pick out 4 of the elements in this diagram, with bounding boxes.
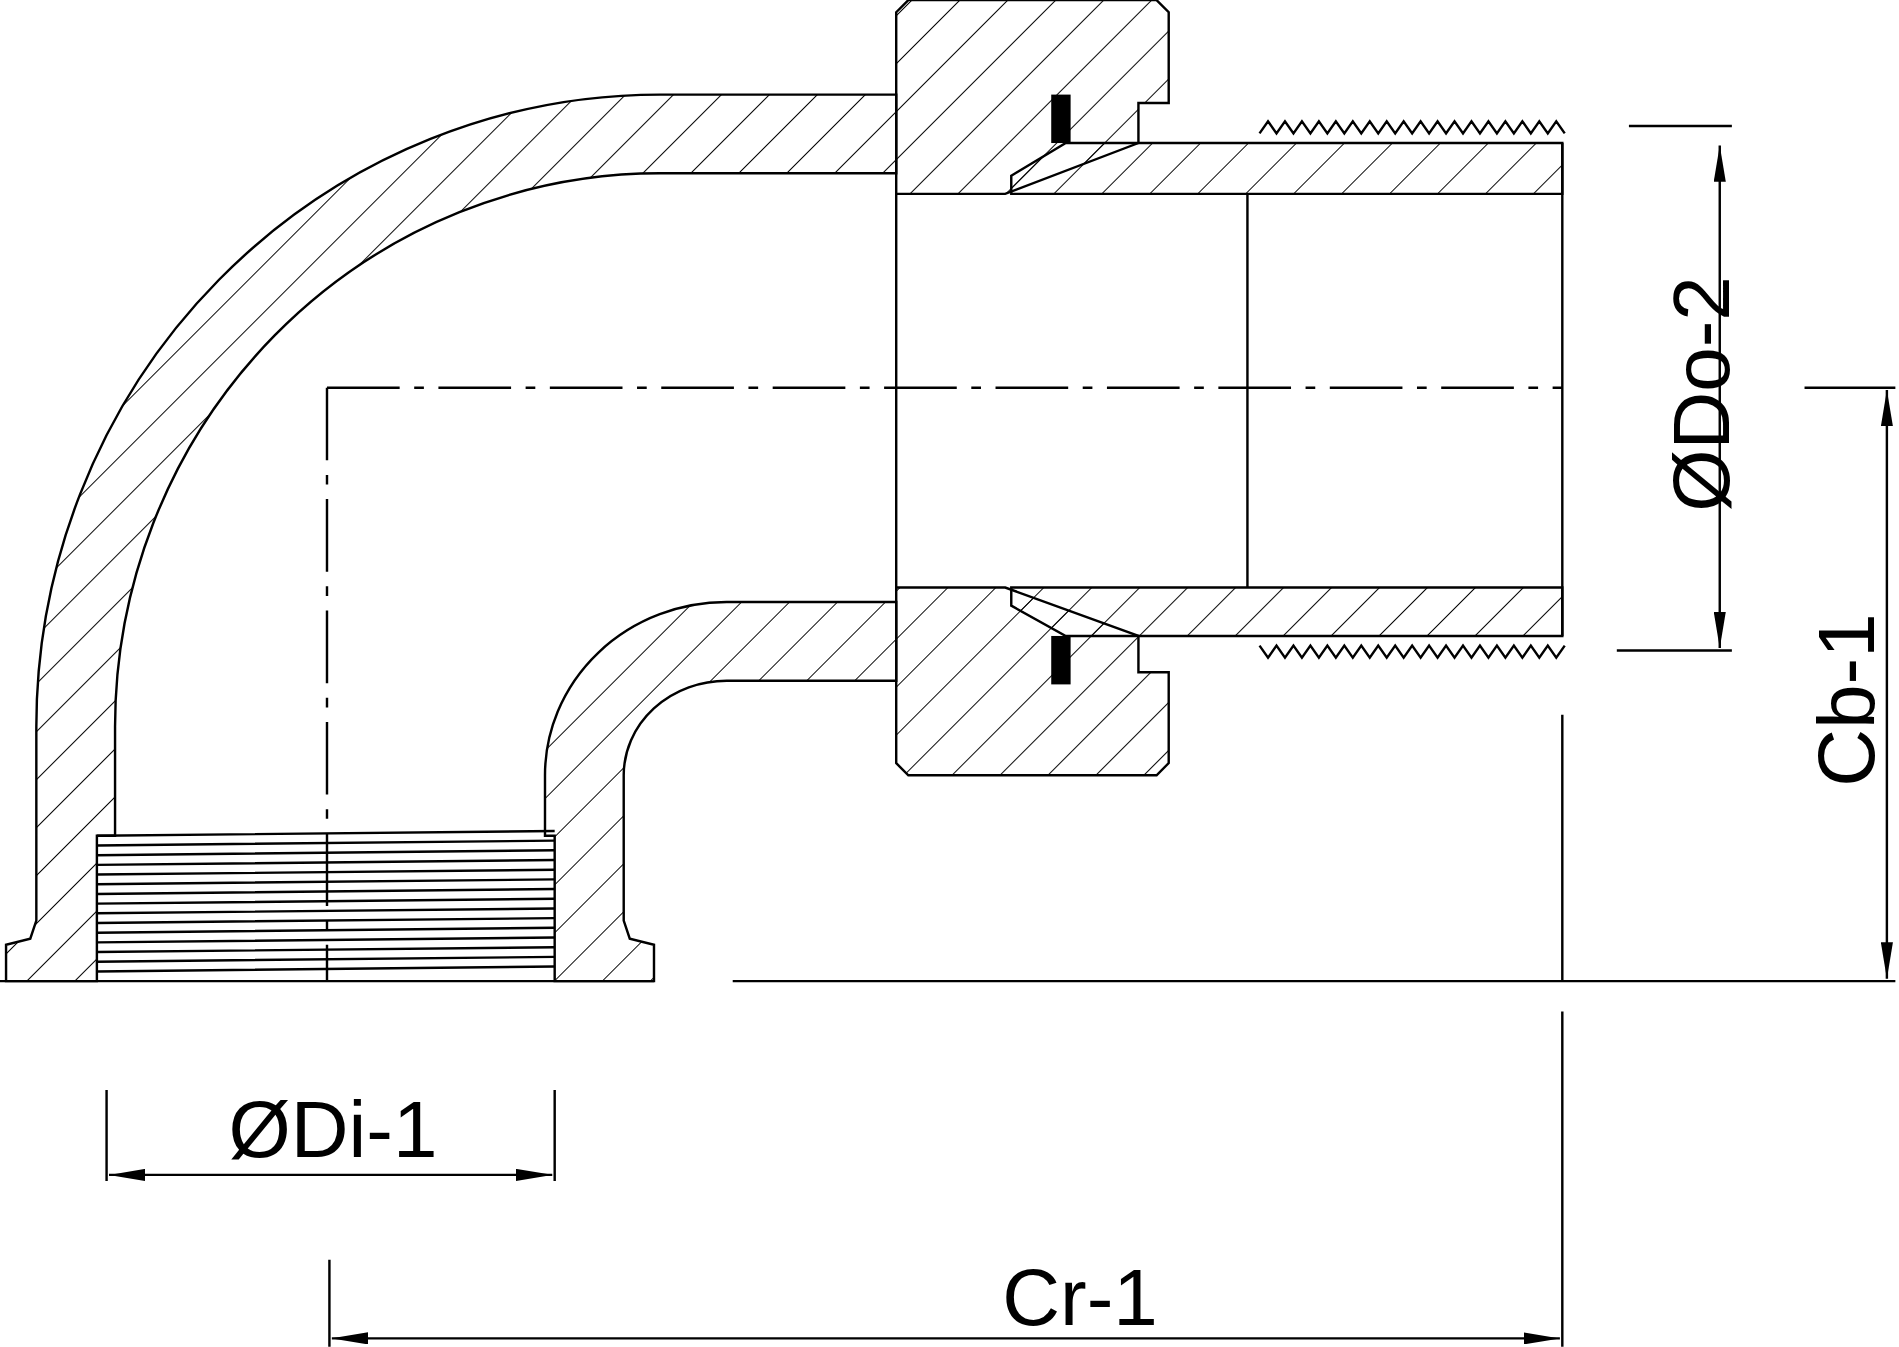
dimension-label: Cr-1 bbox=[1002, 1258, 1158, 1339]
dimension-label: ØDo-2 bbox=[1661, 275, 1742, 512]
dimension-label: ØDi-1 bbox=[228, 1089, 438, 1170]
dimension-label: Cb-1 bbox=[1807, 613, 1888, 787]
